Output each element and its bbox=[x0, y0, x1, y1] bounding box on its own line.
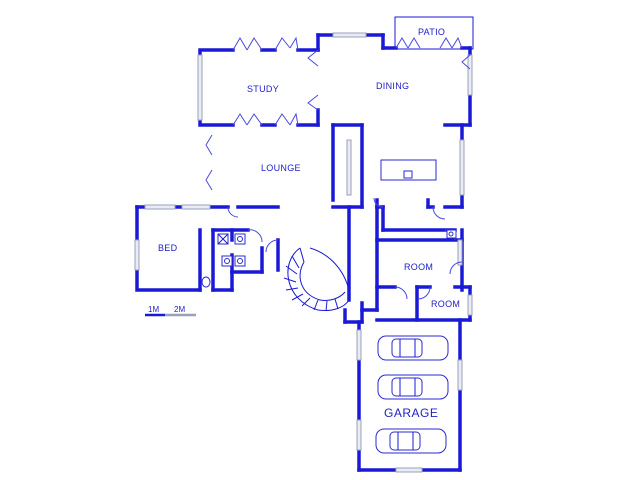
scale-bar: 1M 2M bbox=[145, 305, 196, 317]
windows bbox=[134, 32, 473, 473]
car-3 bbox=[375, 428, 447, 454]
walls bbox=[135, 33, 472, 472]
room-label-patio: PATIO bbox=[418, 27, 445, 37]
room-label-room-1: ROOM bbox=[404, 262, 433, 272]
car-2 bbox=[377, 374, 449, 400]
staircase bbox=[283, 247, 350, 312]
room-label-study: STUDY bbox=[247, 84, 279, 94]
room-label-bed: BED bbox=[158, 243, 178, 253]
scale-2m-label: 2M bbox=[174, 305, 185, 314]
patio-outline bbox=[394, 16, 474, 50]
scale-1m-label: 1M bbox=[148, 305, 159, 314]
room-label-room-2: ROOM bbox=[431, 299, 460, 309]
fixtures bbox=[201, 159, 457, 288]
room-label-lounge: LOUNGE bbox=[261, 163, 301, 173]
room-label-garage: GARAGE bbox=[384, 406, 438, 420]
room-label-dining: DINING bbox=[376, 81, 409, 91]
car-1 bbox=[377, 335, 449, 361]
